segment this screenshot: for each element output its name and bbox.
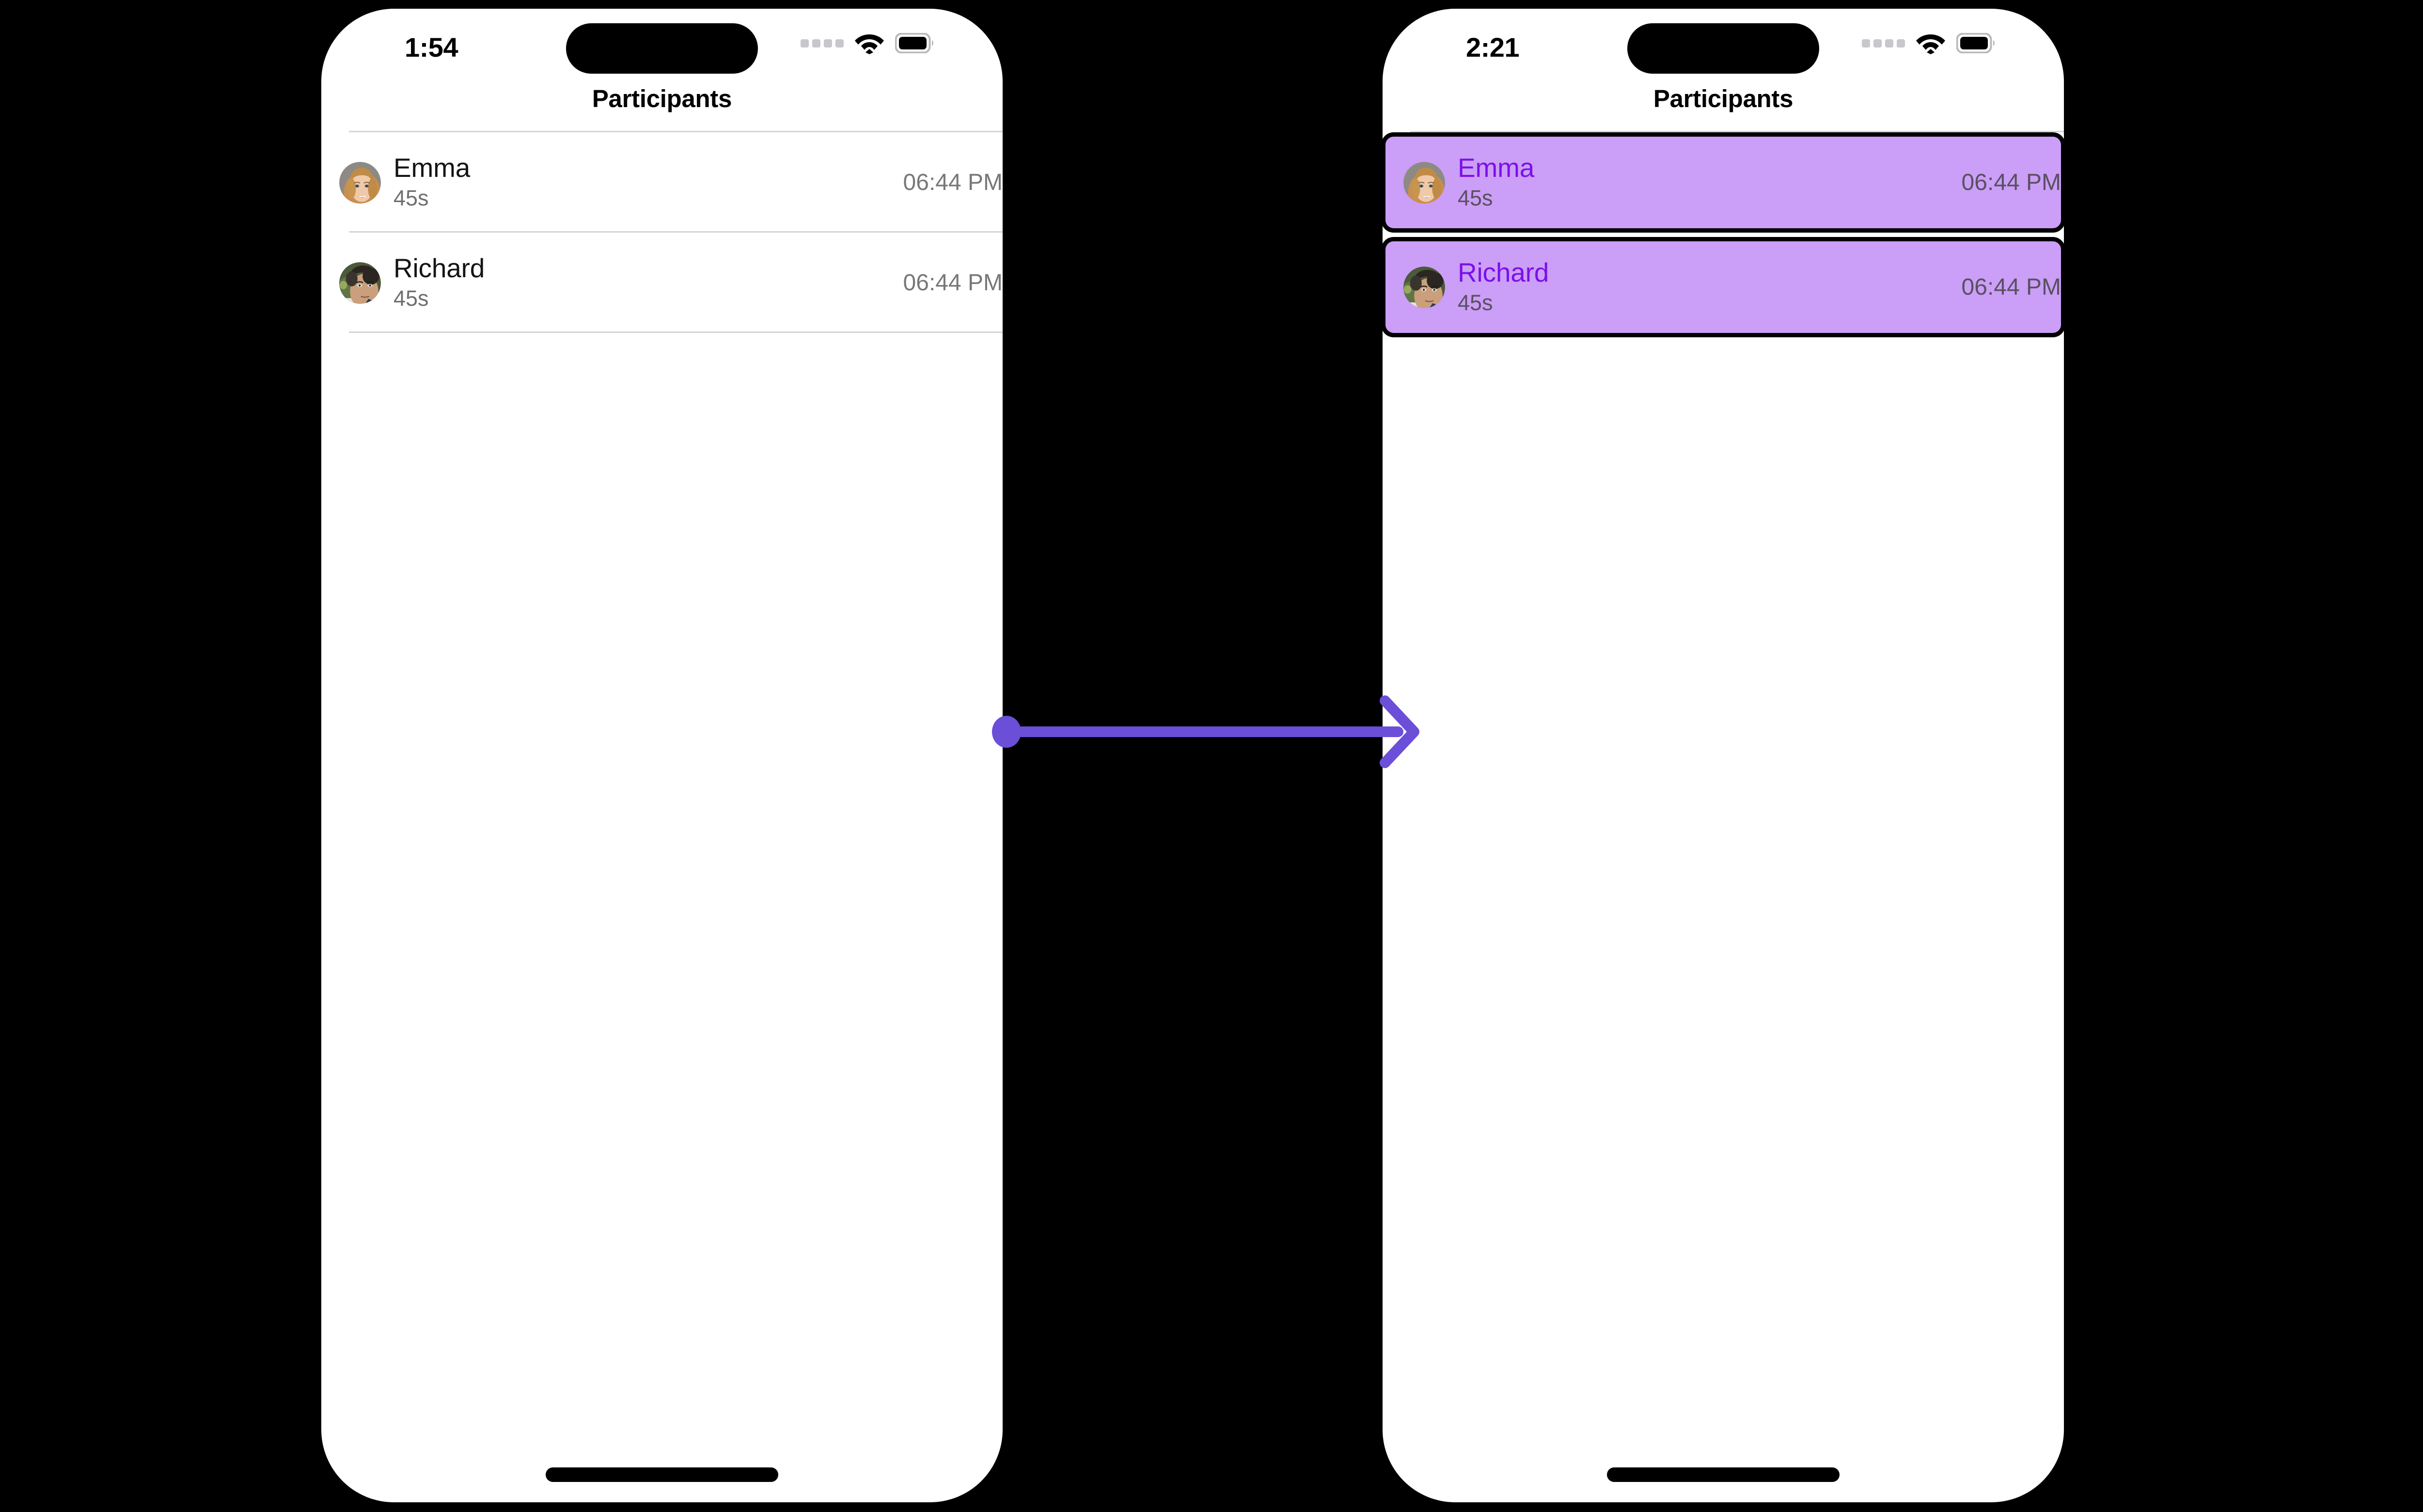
participant-duration: 45s [1458,185,1493,210]
row-text: Richard 45s [1458,258,1962,316]
status-bar-after: 2:21 [1383,9,2064,81]
nav-bar-after: Participants [1383,81,2064,132]
participant-duration: 45s [1458,290,1493,315]
table-row[interactable]: Richard 45s 06:44 PM [321,233,1003,333]
avatar-emma [339,161,381,204]
participant-duration: 45s [393,185,429,210]
status-bar-time: 1:54 [405,32,458,63]
table-row-selected[interactable]: Emma 45s 06:44 PM [1383,132,2064,233]
row-text: Emma 45s [393,153,903,211]
annotation-arrow [979,688,1434,775]
table-row-selected[interactable]: Richard 45s 06:44 PM [1383,237,2064,337]
home-indicator [1607,1467,1840,1482]
home-indicator [546,1467,778,1482]
nav-separator [1410,131,2064,132]
status-bar-indicators [1862,32,1996,57]
participant-name: Richard [393,253,485,284]
participant-time: 06:44 PM [903,170,1003,195]
avatar-emma [1403,161,1445,204]
participant-duration: 45s [393,285,429,311]
participant-time: 06:44 PM [1961,170,2061,195]
participants-list-after: Emma 45s 06:44 PM [1383,132,2064,337]
status-bar-before: 1:54 [321,9,1003,81]
participant-time: 06:44 PM [1961,274,2061,300]
participant-name: Emma [1458,153,1535,183]
row-text: Emma 45s [1458,153,1962,211]
status-bar-indicators [801,32,935,57]
status-bar-time: 2:21 [1466,32,1520,63]
participants-list-before: Emma 45s 06:44 PM [321,132,1003,333]
avatar-richard [1403,266,1445,308]
battery-full-icon [1956,32,1996,56]
participant-name: Emma [393,153,471,183]
row-separator [349,331,1003,333]
page-title: Participants [592,85,732,112]
table-row[interactable]: Emma 45s 06:44 PM [321,132,1003,233]
battery-full-icon [895,32,935,56]
wifi-icon [1916,32,1946,57]
dynamic-island [1627,23,1819,74]
nav-bar-before: Participants [321,81,1003,132]
participant-time: 06:44 PM [903,270,1003,296]
participant-name: Richard [1458,257,1549,288]
phone-after: 2:21 [1383,9,2064,1502]
row-text: Richard 45s [393,253,903,312]
nav-separator [349,131,1003,132]
avatar-richard [339,262,381,304]
page-title: Participants [1653,85,1794,112]
row-separator [349,231,1003,233]
signal-dots-icon [1862,39,1905,49]
dynamic-island [566,23,758,74]
signal-dots-icon [801,39,844,49]
phone-before: 1:54 [321,9,1003,1502]
wifi-icon [854,32,884,57]
